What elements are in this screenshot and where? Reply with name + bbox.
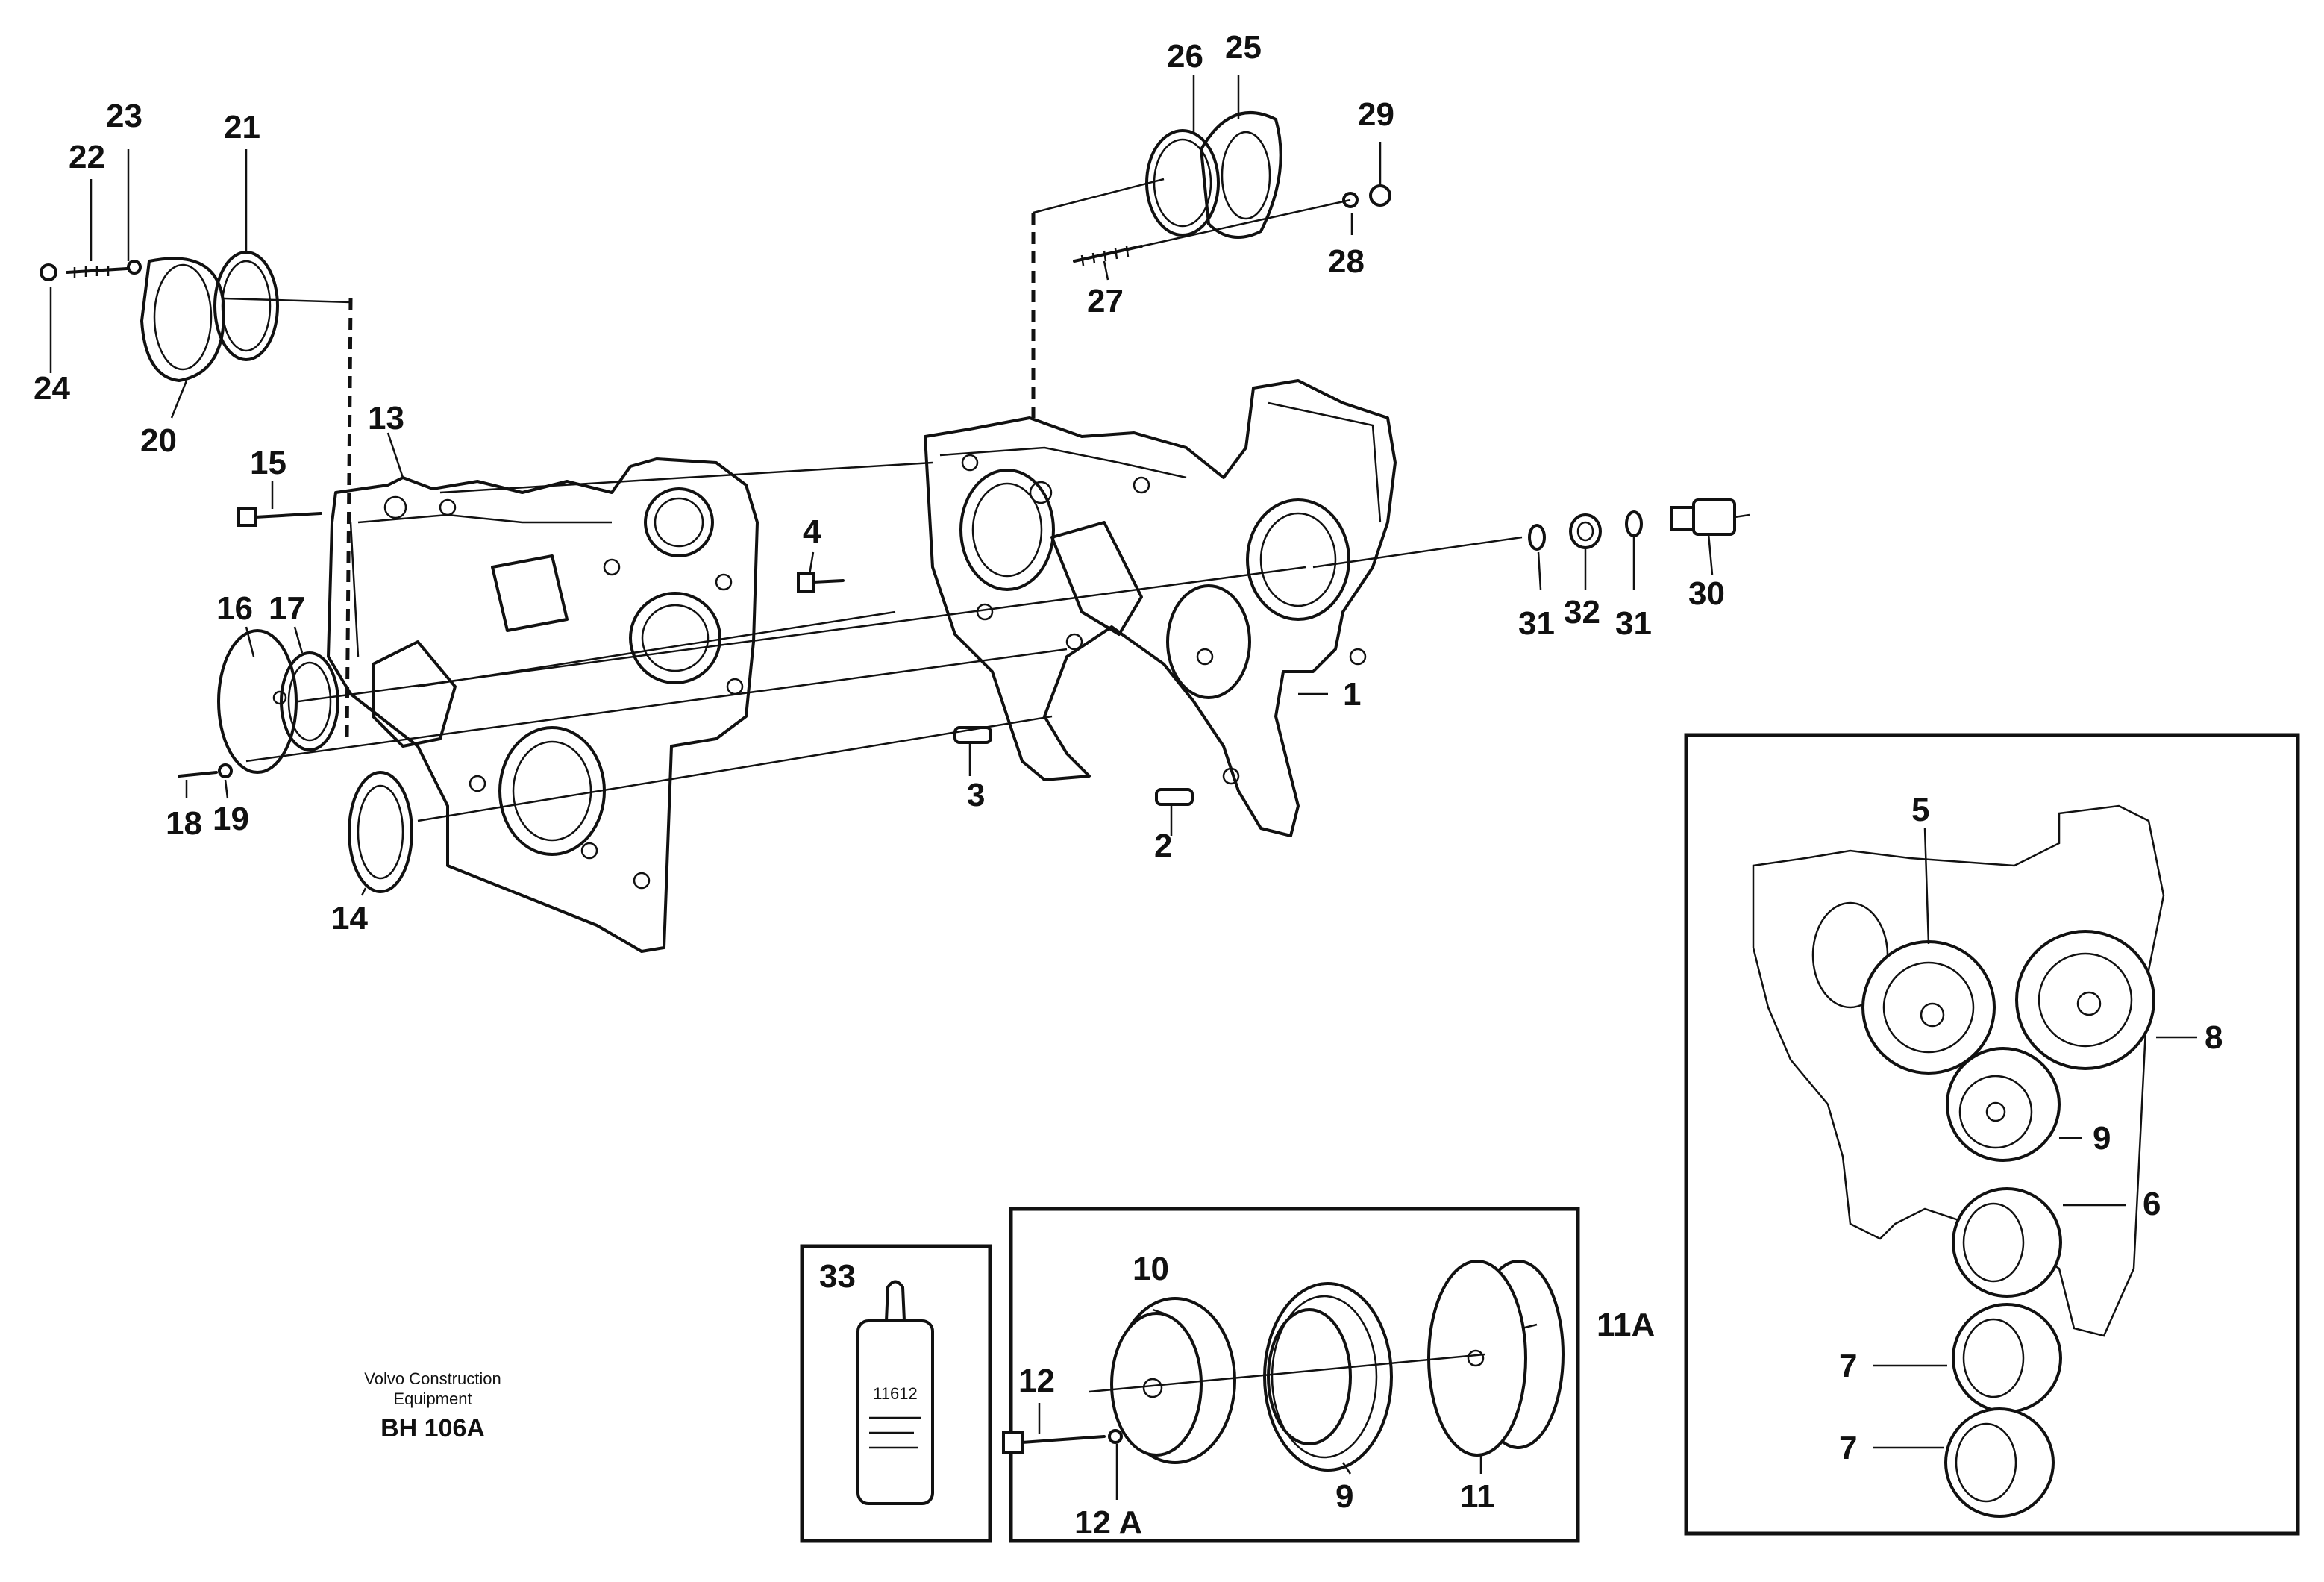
seal-31 bbox=[1528, 524, 1546, 551]
axis-line-right bbox=[1312, 536, 1523, 569]
caption-figure-code: BH 106A bbox=[380, 1414, 485, 1442]
label-part-14: 14 bbox=[331, 900, 368, 937]
leader-cover-25 bbox=[1033, 178, 1165, 214]
timing-gear-housing bbox=[924, 379, 1397, 837]
label-part-17: 17 bbox=[269, 590, 305, 627]
label-part-20: 20 bbox=[140, 422, 177, 459]
label-part-12a: 12 A bbox=[1074, 1504, 1142, 1541]
label-part-9: 9 bbox=[1335, 1478, 1353, 1515]
bolt-4 bbox=[797, 572, 845, 593]
label-part-1: 1 bbox=[1343, 676, 1361, 713]
label-part-23: 23 bbox=[106, 98, 142, 134]
label-part-31b: 31 bbox=[1615, 605, 1652, 642]
label-part-11: 11 bbox=[1460, 1478, 1495, 1515]
label-part-29: 29 bbox=[1358, 96, 1394, 133]
timing-gear-cover bbox=[327, 457, 759, 953]
leader-cover bbox=[223, 297, 351, 304]
leader-lines bbox=[49, 75, 2197, 1500]
label-part-24: 24 bbox=[34, 370, 70, 407]
label-part-11a: 11A bbox=[1597, 1307, 1655, 1343]
label-part-8: 8 bbox=[2205, 1019, 2223, 1056]
label-part-28: 28 bbox=[1328, 243, 1365, 280]
box-sealant bbox=[800, 1244, 992, 1543]
bearing-32 bbox=[1569, 513, 1602, 549]
label-part-31a: 31 bbox=[1518, 605, 1555, 642]
dowel-pin-2 bbox=[1155, 788, 1194, 806]
cover-plate-20 bbox=[140, 251, 279, 383]
gear-5 bbox=[1861, 940, 1996, 1075]
label-part-9-train: 9 bbox=[2093, 1120, 2111, 1157]
label-part-26: 26 bbox=[1167, 38, 1203, 75]
label-part-15: 15 bbox=[250, 445, 286, 481]
label-part-10: 10 bbox=[1133, 1251, 1169, 1287]
label-part-19: 19 bbox=[213, 801, 249, 837]
bolt-18 bbox=[178, 763, 233, 778]
bolt-22 bbox=[40, 260, 142, 281]
label-part-3: 3 bbox=[967, 777, 985, 813]
gear-7-upper bbox=[1952, 1303, 2062, 1413]
cover-plate-25 bbox=[1145, 111, 1282, 239]
gear-8 bbox=[2015, 930, 2155, 1070]
label-part-22: 22 bbox=[69, 139, 105, 175]
bolt-15 bbox=[237, 507, 322, 527]
label-part-12: 12 bbox=[1018, 1363, 1055, 1399]
hub-10 bbox=[1110, 1297, 1236, 1464]
label-part-32: 32 bbox=[1564, 594, 1600, 631]
sealant-tube-text: 11612 bbox=[873, 1384, 918, 1403]
stud-27 bbox=[1073, 184, 1391, 266]
caption-company-line2: Equipment bbox=[393, 1389, 472, 1408]
label-part-7-upper: 7 bbox=[1839, 1348, 1857, 1384]
seal-ring-14 bbox=[348, 771, 413, 893]
label-part-2: 2 bbox=[1154, 828, 1172, 864]
gear-9 bbox=[1263, 1282, 1393, 1472]
label-part-16: 16 bbox=[216, 590, 253, 627]
gear-7-lower bbox=[1944, 1407, 2055, 1518]
gasket-outline bbox=[345, 298, 353, 740]
gear-9-train bbox=[1946, 1047, 2061, 1162]
guide-lines bbox=[245, 461, 1306, 822]
caption-company-line1: Volvo Construction bbox=[364, 1369, 501, 1388]
label-part-7-lower: 7 bbox=[1839, 1430, 1857, 1466]
label-part-6: 6 bbox=[2143, 1186, 2161, 1222]
label-part-13: 13 bbox=[368, 400, 404, 437]
gear-6 bbox=[1952, 1187, 2062, 1298]
label-part-5: 5 bbox=[1911, 792, 1929, 828]
label-part-30: 30 bbox=[1688, 575, 1725, 612]
label-part-27: 27 bbox=[1087, 283, 1124, 319]
label-part-25: 25 bbox=[1225, 29, 1262, 66]
box-idler-gear bbox=[1009, 1207, 1580, 1543]
label-part-4: 4 bbox=[803, 513, 821, 550]
axis-gear-box bbox=[1089, 1353, 1485, 1393]
seal-31b bbox=[1625, 510, 1643, 537]
bolt-12 bbox=[1002, 1429, 1123, 1454]
sealant-tube: 11612 bbox=[856, 1280, 934, 1505]
label-part-33: 33 bbox=[819, 1258, 856, 1295]
box-gear-train bbox=[1684, 733, 2300, 1536]
sensor-30 bbox=[1670, 498, 1750, 536]
label-part-18: 18 bbox=[166, 805, 202, 842]
thrust-washer-11 bbox=[1427, 1260, 1565, 1457]
cover-plate-16 bbox=[217, 629, 339, 774]
label-part-21: 21 bbox=[224, 109, 260, 146]
